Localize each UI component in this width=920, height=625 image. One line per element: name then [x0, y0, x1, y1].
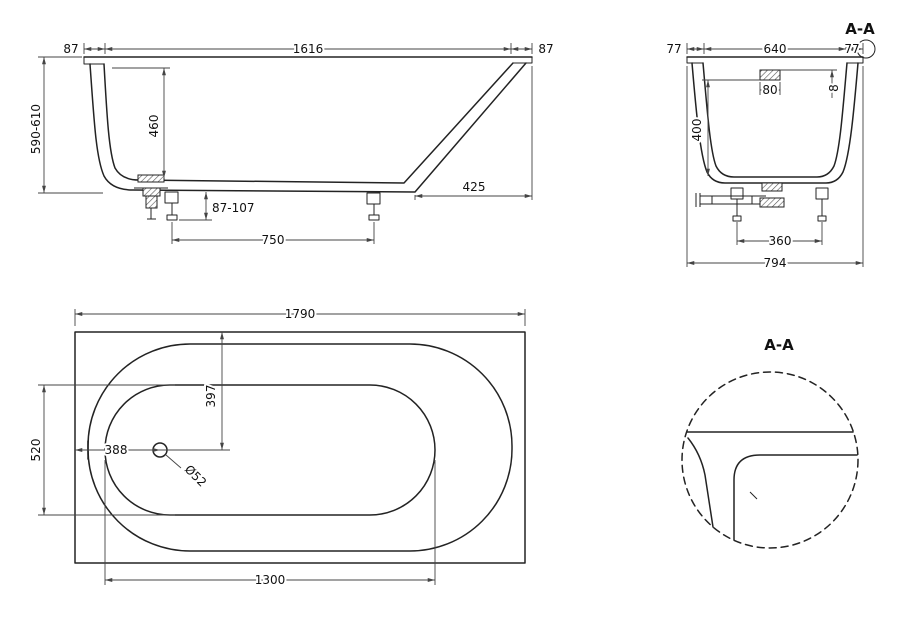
dim-section-rim-right: 77 [844, 42, 859, 56]
tub-outer-profile [89, 62, 527, 193]
detail-boundary-circle [681, 371, 859, 549]
plan-view: 1790 520 397 388 Ø52 1300 [27, 305, 526, 589]
tub-rim-left-cap [83, 57, 90, 65]
dim-side-overall-height: 590-610 [29, 104, 43, 154]
feet-side [164, 191, 381, 221]
section-outer-profile [691, 62, 859, 184]
dim-side-length-inner: 1616 [293, 42, 324, 56]
detail-surface-tick [749, 491, 758, 500]
side-elevation-view: 87 1616 87 590-610 460 425 87-107 750 [27, 40, 556, 249]
section-label: A-A [845, 20, 875, 38]
drain-assembly-section [695, 182, 785, 208]
tub-rim-underside [90, 62, 525, 65]
section-inner-profile [702, 62, 848, 178]
dim-plan-floor-length: 1300 [255, 573, 286, 587]
dim-side-rim-left: 87 [63, 42, 78, 56]
detail-view: A-A [681, 334, 859, 549]
dim-overflow-offset: 8 [827, 84, 841, 92]
detail-label: A-A [764, 336, 794, 354]
dim-section-foot-spacing: 360 [769, 234, 792, 248]
dim-plan-overall-length: 1790 [285, 307, 316, 321]
tub-rim-right-cap [525, 57, 533, 64]
plan-rim-inner-edge [87, 343, 513, 552]
dim-side-skirt-bottom: 425 [463, 180, 486, 194]
dim-plan-drain-from-end: 388 [105, 443, 128, 457]
dim-side-foot-spacing: 750 [262, 233, 285, 247]
plan-outer-rect [74, 331, 526, 564]
dim-section-rim-left: 77 [666, 42, 681, 56]
dim-section-overall-width: 794 [764, 256, 787, 270]
overflow-hole [759, 69, 781, 81]
dim-overflow-height: 400 [690, 119, 704, 142]
dim-side-foot-height: 87-107 [212, 201, 255, 215]
drain-assembly-side [134, 174, 168, 220]
dim-plan-floor-width: 520 [29, 439, 43, 462]
dim-plan-drain-from-edge: 397 [204, 385, 218, 408]
dim-side-rim-right: 87 [538, 42, 553, 56]
dim-side-inner-depth: 460 [147, 115, 161, 138]
feet-section [730, 187, 829, 222]
dim-section-width-inner: 640 [764, 42, 787, 56]
tub-inner-profile [103, 62, 514, 184]
cross-section-view: A-A 77 640 77 80 8 400 360 794 [664, 18, 877, 272]
dim-plan-drain-diameter: Ø52 [182, 462, 209, 489]
dim-overflow-width: 80 [762, 83, 777, 97]
detail-rim-underside [733, 454, 858, 541]
detail-wall-outer [687, 437, 714, 528]
